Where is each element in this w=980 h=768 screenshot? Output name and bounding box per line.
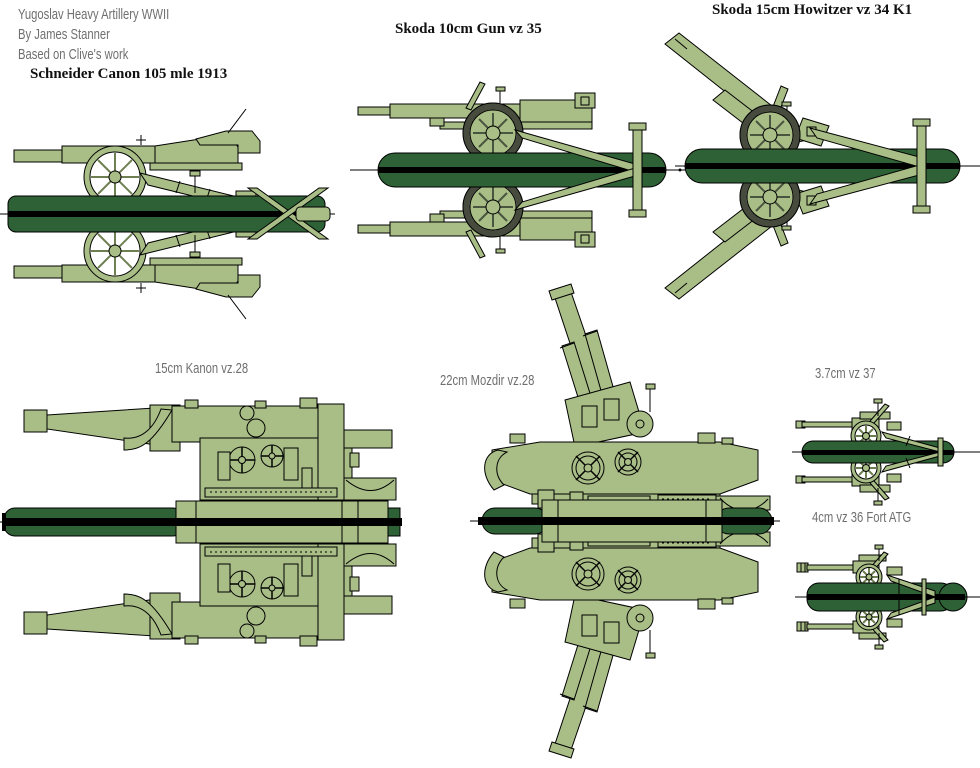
vz37-trail-spade [880, 431, 944, 473]
figure-label-skoda-10cm: Skoda 10cm Gun vz 35 [395, 21, 542, 37]
byline: By James Stanner [18, 26, 110, 43]
skoda10-trail-spade [513, 122, 647, 218]
figure-label-15cm-kanon: 15cm Kanon vz.28 [155, 360, 249, 377]
schneider-canon-drawing [0, 108, 335, 320]
figure-label-skoda-15cm: Skoda 15cm Howitzer vz 34 K1 [712, 2, 913, 18]
15cm-kanon-drawing [0, 397, 402, 647]
skoda10-side-profile [357, 81, 596, 164]
37cm-vz37-drawing [792, 398, 980, 506]
schneider-plan-barrel [7, 195, 326, 233]
skoda-10cm-gun-drawing [350, 81, 685, 265]
credit-line: Based on Clive's work [18, 46, 129, 63]
figure-label-schneider-canon: Schneider Canon 105 mle 1913 [30, 66, 228, 82]
mozdir-plan-barrel [470, 499, 774, 543]
figure-label-4cm-vz36: 4cm vz 36 Fort ATG [812, 509, 912, 526]
vz37-plan-barrel [801, 440, 968, 464]
schneider-trail-spade [246, 187, 331, 240]
figure-label-22cm-mozdir: 22cm Mozdir vz.28 [440, 372, 535, 389]
skoda15-trail-spade [808, 118, 931, 214]
figure-label-37cm-vz37: 3.7cm vz 37 [815, 365, 876, 382]
skoda15-side-profile [664, 32, 830, 166]
vz36-plan-barrel [806, 582, 976, 612]
page-title: Yugoslav Heavy Artillery WWII [18, 6, 170, 23]
kanon-plan-barrel [2, 500, 402, 544]
kanon-side-profile [23, 397, 397, 501]
skoda10-plan-barrel [377, 152, 682, 188]
mozdir-side-profile [484, 283, 771, 513]
22cm-mozdir-drawing [470, 283, 780, 759]
skoda-15cm-howitzer-drawing [655, 32, 980, 308]
vz36-trail-spade [885, 574, 936, 620]
schneider-side-profile [13, 108, 263, 214]
4cm-vz36-fort-atg-drawing [795, 544, 980, 650]
